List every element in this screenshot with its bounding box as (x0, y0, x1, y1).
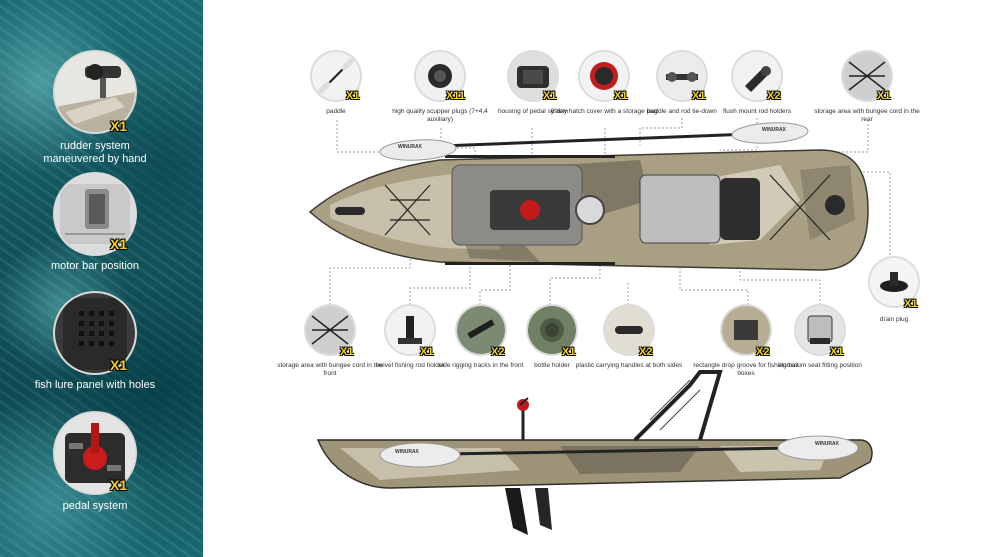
paddle-logo-top-left: WINURAX (398, 144, 422, 150)
feature-label: pedal system (62, 500, 128, 512)
kayak-side-view (316, 370, 873, 535)
paddle-photo (312, 52, 360, 100)
paddle-rod-tiedown-photo (658, 52, 706, 100)
leader-line-paddle (336, 120, 395, 153)
rigging-tracks-photo (457, 306, 505, 354)
feature-label: fish lure panel with holes (34, 379, 156, 391)
item-qty: X11 (446, 90, 465, 102)
item-qty: X2 (767, 90, 781, 102)
seat-fitting-photo (796, 306, 844, 354)
item-label: 6"day hatch cover with a storage bag (550, 108, 658, 115)
leader-line-rod-holders (720, 118, 758, 151)
item-label: flush mount rod holders (723, 108, 791, 115)
paddle-logo-side-left: WINURAX (395, 449, 419, 455)
kayak-top-view (308, 122, 869, 271)
leader-line-scupper (440, 128, 476, 160)
item-qty: X1 (543, 90, 557, 102)
item-qty: X1 (346, 90, 360, 102)
item-label: storage area with bungee cord in the fro… (277, 362, 383, 377)
drop-groove-photo (722, 306, 770, 354)
item-qty: X1 (614, 90, 628, 102)
motor-bar-photo (55, 174, 135, 254)
carrying-handles-photo (605, 306, 653, 354)
paddle-logo-top-right: WINURAX (762, 127, 786, 133)
item-label: aluminum seat fitting position (778, 362, 862, 369)
fish-lure-panel-photo (55, 293, 135, 373)
swivel-rod-holder-photo (386, 306, 434, 354)
bottle-holder-photo (528, 306, 576, 354)
item-label: swivel fishing rod holder (375, 362, 445, 369)
item-label: rectangle drop groove for fishing bait b… (693, 362, 799, 377)
item-label: storage area with bungee cord in the rea… (814, 108, 920, 123)
feature-label: rudder system maneuvered by hand (0, 140, 190, 166)
leader-line-drop-groove (679, 262, 749, 305)
leader-line-seat (739, 262, 821, 305)
leader-line-rigging (479, 258, 511, 305)
feature-qty: X1 (110, 357, 128, 373)
item-qty: X1 (904, 298, 918, 310)
item-qty: X1 (420, 346, 434, 358)
scupper-plugs-photo (416, 52, 464, 100)
item-label: side rigging tracks in the front (438, 362, 524, 369)
leader-line-tiedown (639, 118, 683, 145)
pedal-system-photo (55, 413, 135, 493)
item-qty: X2 (491, 346, 505, 358)
rod-holders-photo (733, 52, 781, 100)
left-feature-panel: X1 rudder system maneuvered by hand X1 m… (0, 0, 203, 557)
item-label: high quality scupper plugs (7+4,4 auxili… (392, 108, 488, 123)
item-label: housing of pedal system (497, 108, 569, 115)
hatch-cover-photo (580, 52, 628, 100)
feature-qty: X1 (110, 118, 128, 134)
feature-label: motor bar position (50, 260, 140, 272)
item-qty: X1 (830, 346, 844, 358)
item-qty: X1 (340, 346, 354, 358)
item-label: paddle and rod tie-down (647, 108, 717, 115)
rudder-system-photo (55, 52, 135, 132)
leader-line-bottle (549, 255, 601, 305)
feature-label-line1: rudder system (60, 140, 130, 152)
feature-label-line2: maneuvered by hand (43, 153, 147, 165)
item-label: plastic carrying handles at both sides (575, 362, 683, 369)
item-qty: X2 (756, 346, 770, 358)
item-qty: X1 (692, 90, 706, 102)
item-qty: X1 (877, 90, 891, 102)
paddle-logo-side-right: WINURAX (815, 441, 839, 447)
item-label: drain plug (879, 316, 909, 323)
item-qty: X2 (639, 346, 653, 358)
rear-storage-photo (843, 52, 891, 100)
feature-qty: X1 (110, 236, 128, 252)
pedal-housing-photo (509, 52, 557, 100)
leader-line-front-storage (329, 232, 411, 305)
item-label: paddle (326, 108, 346, 115)
drain-plug-photo (870, 258, 918, 306)
front-storage-photo (306, 306, 354, 354)
feature-qty: X1 (110, 477, 128, 493)
item-qty: X1 (562, 346, 576, 358)
item-label: bottle holder (534, 362, 570, 369)
